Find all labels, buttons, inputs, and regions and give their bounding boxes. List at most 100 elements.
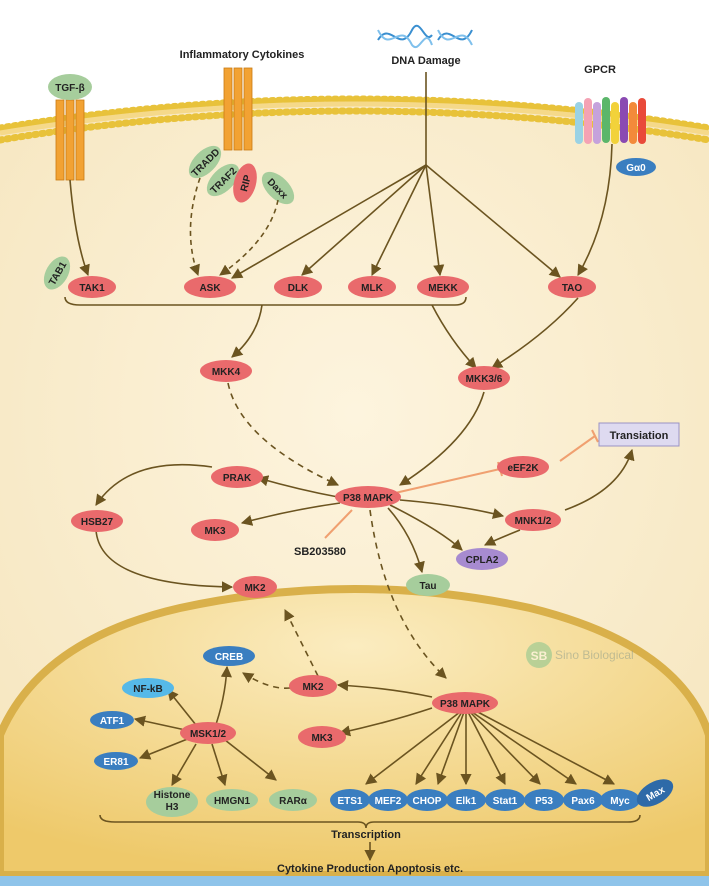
max-node: Max (636, 779, 674, 807)
nfkb-node (122, 678, 174, 698)
stat1-node (485, 789, 525, 811)
mef2-node (368, 789, 408, 811)
creb-node (203, 646, 255, 666)
p38-mapk-node (335, 486, 401, 508)
eef2k-node (497, 456, 549, 478)
p53-node (524, 789, 564, 811)
mk3-node (191, 519, 239, 541)
p38-mapk-label: P38 MAPK (343, 493, 394, 504)
nfkb-label: NF-kB (133, 684, 162, 695)
tao-label: TAO (562, 283, 583, 294)
tau-label: Tau (419, 581, 436, 592)
p53-label: P53 (535, 796, 553, 807)
msk12-node (180, 722, 236, 744)
atf1-node (90, 711, 134, 729)
upstream-arrows (69, 72, 613, 279)
hsb27-label: HSB27 (81, 517, 114, 528)
mnk12-node (505, 509, 561, 531)
histone-h3-node (146, 787, 198, 817)
cpla2-node (456, 548, 508, 570)
mk2-node (233, 576, 277, 598)
tao-node (548, 276, 596, 298)
cpla2-label: CPLA2 (466, 555, 499, 566)
ets1-node (330, 789, 370, 811)
mlk-node (348, 276, 396, 298)
dna-icon (377, 24, 473, 48)
elk1-node (446, 789, 486, 811)
inflammatory-cytokines-label: Inflammatory Cytokines (180, 49, 305, 61)
inhibition-lines (324, 429, 599, 539)
mekk-label: MEKK (428, 283, 458, 294)
pax6-label: Pax6 (571, 796, 595, 807)
svg-text:Sino Biological: Sino Biological (555, 648, 634, 662)
tak1-node (68, 276, 116, 298)
mkk4-node (200, 360, 252, 382)
histone-label: Histone (154, 790, 191, 801)
prak-label: PRAK (223, 473, 252, 484)
mnk12-label: MNK1/2 (515, 516, 552, 527)
ask-label: ASK (199, 283, 221, 294)
translation-box (598, 422, 680, 447)
ets1-label: ETS1 (337, 796, 362, 807)
dlk-node (274, 276, 322, 298)
p38-mapk-nuclear-label: P38 MAPK (440, 699, 491, 710)
er81-node (94, 752, 138, 770)
mk2-nuclear-label: MK2 (302, 682, 324, 693)
pax6-node (563, 789, 603, 811)
mlk-label: MLK (361, 283, 383, 294)
mef2-label: MEF2 (375, 796, 402, 807)
cytokine-receptor (223, 67, 253, 151)
tgfb-label: TGF-β (55, 83, 84, 94)
mk3-label: MK3 (204, 526, 226, 537)
hsb27-node (71, 510, 123, 532)
h3-label: H3 (166, 802, 179, 813)
mk2-label: MK2 (244, 583, 266, 594)
msk12-label: MSK1/2 (190, 729, 227, 740)
p38-mapk-nuclear-node (432, 692, 498, 714)
p38-cytoplasm-arrows (95, 448, 635, 679)
galpha-node (616, 158, 656, 176)
translation-label: Transiation (610, 430, 669, 442)
myc-node (600, 789, 640, 811)
map2k-arrows (227, 297, 579, 486)
transcription-label: Transcription (331, 829, 401, 841)
watermark: SB Sino Biological (526, 642, 634, 668)
svg-text:SB: SB (531, 649, 548, 663)
mkk36-node (458, 366, 510, 390)
creb-label: CREB (215, 652, 243, 663)
rara-node (269, 789, 317, 811)
map3k-bracket (64, 296, 467, 306)
eef2k-label: eEF2K (507, 463, 539, 474)
gpcr-label: GPCR (584, 64, 616, 76)
mk3-nuclear-node (298, 726, 346, 748)
stat1-label: Stat1 (493, 796, 518, 807)
mkk4-label: MKK4 (212, 367, 241, 378)
daxx-node: Daxx (261, 171, 295, 205)
tab1-node: TAB1 (43, 256, 71, 290)
galpha-label: Gα0 (626, 163, 646, 174)
ask-node (184, 276, 236, 298)
tf-row: ETS1 MEF2 CHOP Elk1 Stat1 P53 Pax6 Myc (330, 789, 640, 811)
bottom-bar (0, 876, 709, 886)
hmgn1-label: HMGN1 (214, 796, 251, 807)
mk2-nuclear-node (289, 675, 337, 697)
dna-damage-label: DNA Damage (391, 55, 460, 67)
rara-label: RARα (279, 796, 308, 807)
tau-node (406, 574, 450, 596)
outcome-label: Cytokine Production Apoptosis etc. (277, 863, 463, 875)
mekk-node (417, 276, 469, 298)
er81-label: ER81 (103, 757, 128, 768)
gpcr-receptor (575, 97, 646, 144)
transcription-bracket (99, 814, 641, 829)
tgfb-receptor (55, 99, 85, 181)
mkk36-label: MKK3/6 (466, 374, 503, 385)
elk1-label: Elk1 (456, 796, 477, 807)
chop-label: CHOP (413, 796, 442, 807)
tgfb-ligand (48, 74, 92, 100)
nucleus-arrows (133, 608, 615, 787)
chop-node (406, 789, 448, 811)
rip-node: RIP (233, 163, 257, 203)
sb203580-label: SB203580 (294, 546, 346, 558)
